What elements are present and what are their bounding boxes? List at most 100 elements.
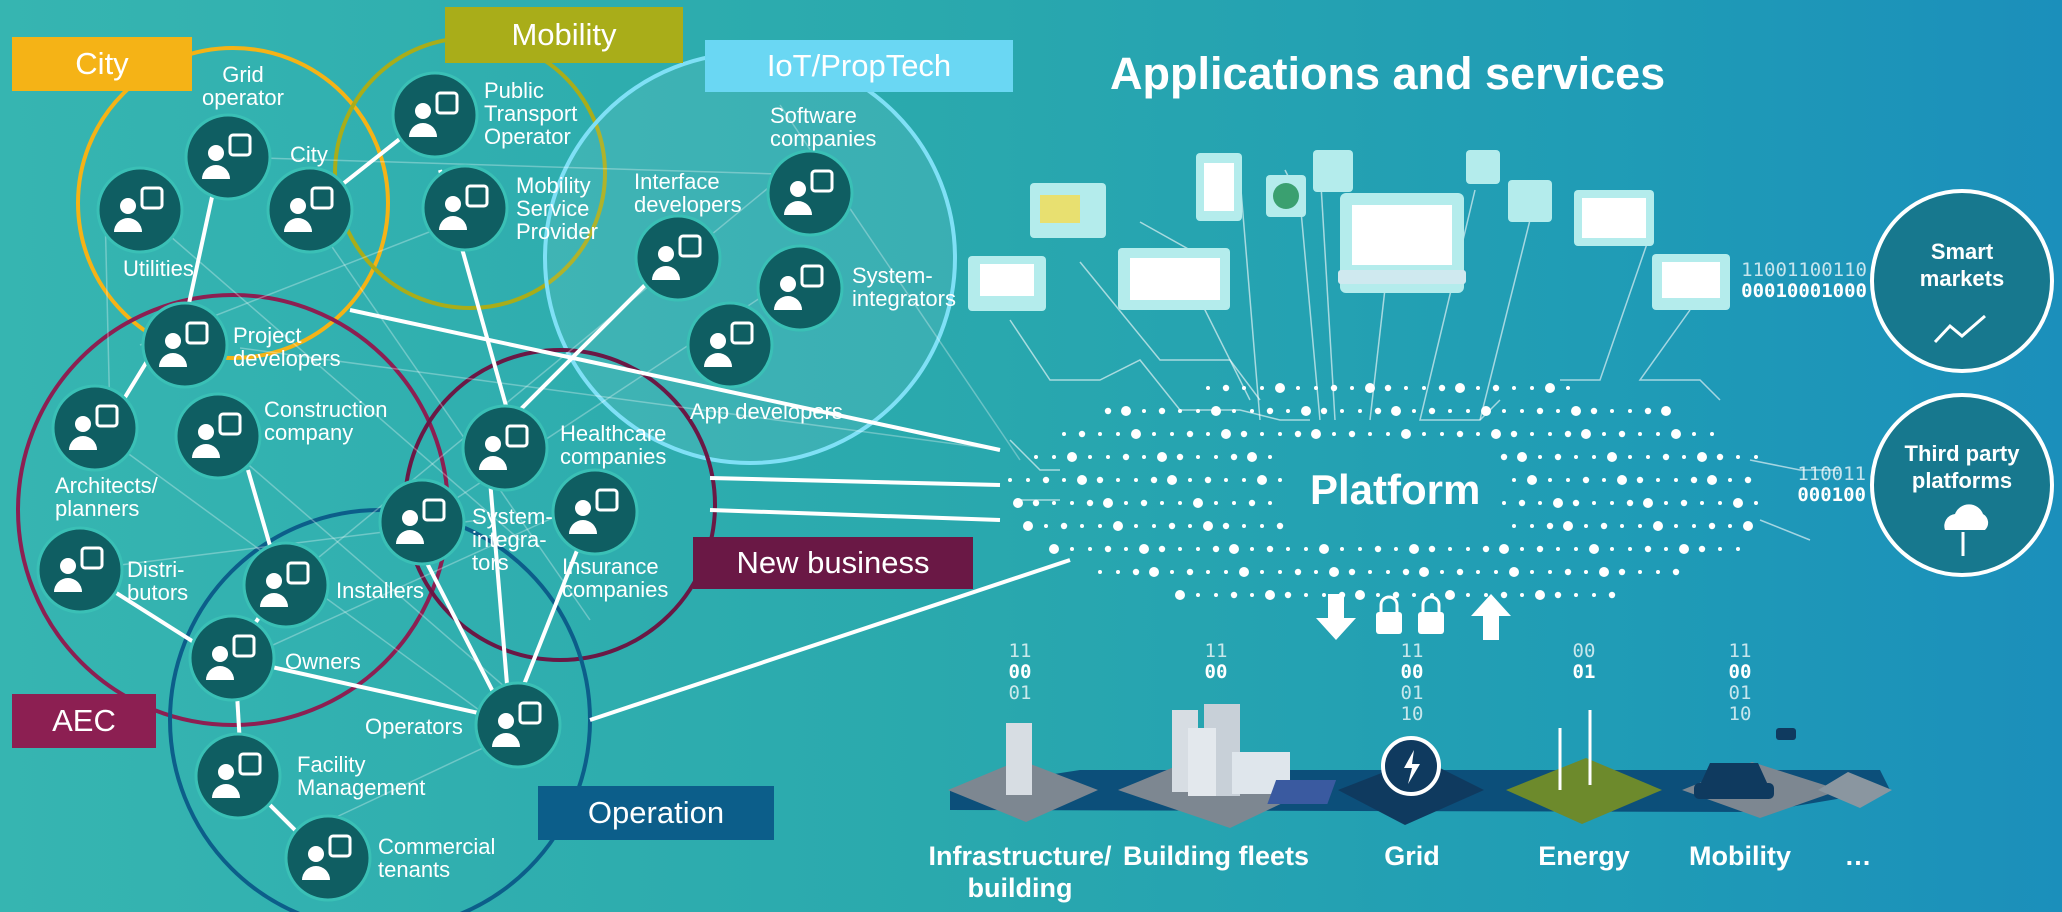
node-facility-mgmt[interactable]	[194, 732, 282, 820]
category-label[interactable]: Grid	[1384, 841, 1440, 871]
platform-dot	[1564, 430, 1572, 438]
node-utilities[interactable]	[96, 166, 184, 254]
node-insurance[interactable]	[551, 468, 639, 556]
platform-dot	[1743, 521, 1753, 531]
utilities-icon	[140, 186, 164, 210]
platform-dot	[1592, 593, 1596, 597]
platform-dot	[1718, 501, 1722, 505]
node-commercial-tenants[interactable]	[284, 814, 372, 902]
node-architects[interactable]	[51, 384, 139, 472]
platform-dot	[1536, 407, 1544, 415]
category-label[interactable]: Mobility	[1689, 841, 1791, 871]
node-app-devs[interactable]	[686, 301, 774, 389]
cart-icon	[80, 546, 104, 570]
person-icon	[790, 181, 806, 197]
platform-dot	[1617, 475, 1627, 485]
node-owners[interactable]	[188, 614, 276, 702]
mobility-group-label[interactable]: Mobility	[445, 7, 683, 63]
node-project-devs[interactable]	[141, 301, 229, 389]
platform-dot	[1664, 547, 1668, 551]
iot-group-label[interactable]: IoT/PropTech	[705, 40, 1013, 92]
node-sys-integrators-iot[interactable]	[756, 244, 844, 332]
platform-dot	[1314, 570, 1318, 574]
platform-dot	[1391, 406, 1401, 416]
platform-dot	[1512, 386, 1516, 390]
platform-dot	[1124, 501, 1128, 505]
category-bit: 10	[1728, 703, 1752, 725]
node-mobility-service[interactable]	[421, 164, 509, 252]
node-label-architects: Architects/ planners	[55, 473, 158, 521]
category-label[interactable]: Building fleets	[1122, 841, 1309, 871]
node-distributors[interactable]	[36, 526, 124, 614]
platform-dot	[1716, 453, 1724, 461]
platform-dot	[1240, 430, 1248, 438]
infrastructure-band	[948, 704, 1892, 828]
node-installers[interactable]	[242, 541, 330, 629]
node-city[interactable]	[266, 166, 354, 254]
node-software-cos[interactable]	[766, 149, 854, 237]
operation-group-label[interactable]: Operation	[538, 786, 774, 840]
platform-dot	[1610, 547, 1614, 551]
person-icon	[658, 246, 674, 262]
platform-dot	[1643, 498, 1653, 508]
node-construction[interactable]	[174, 392, 262, 480]
node-grid-operator[interactable]	[184, 113, 272, 201]
node-label-software-companies: Software companies	[770, 103, 877, 151]
platform-dot	[1572, 499, 1580, 507]
cloud-icon	[1944, 504, 1989, 530]
platform-dot	[1023, 521, 1033, 531]
platform-dot	[1077, 475, 1087, 485]
node-healthcare[interactable]	[461, 404, 549, 492]
node-label-owners: Owners	[285, 649, 361, 674]
platform-dot	[1530, 570, 1534, 574]
platform-dot	[1610, 409, 1614, 413]
platform-dot	[1167, 475, 1177, 485]
platform-circuit-lines	[1009, 167, 1840, 541]
platform-dot	[1178, 547, 1182, 551]
platform-dot	[1296, 386, 1300, 390]
node-public-transport[interactable]	[391, 71, 479, 159]
platform-dot	[1556, 409, 1560, 413]
platform-dot	[1546, 522, 1554, 530]
shield-icon	[595, 488, 619, 512]
platform-dot	[1142, 455, 1146, 459]
platform-dot	[1052, 455, 1056, 459]
smart-markets-circle[interactable]	[1870, 189, 2054, 373]
platform-dot	[1188, 478, 1192, 482]
platform-dot	[1692, 432, 1696, 436]
category-label[interactable]: Energy	[1538, 841, 1630, 871]
new-business-group-label[interactable]: New business	[693, 537, 973, 589]
platform-dot	[1214, 501, 1218, 505]
train-icon	[435, 91, 459, 115]
category-label[interactable]: …	[1844, 841, 1872, 871]
platform-dot	[1548, 478, 1552, 482]
platform-dot	[1592, 501, 1596, 505]
city-group-label[interactable]: City	[12, 37, 192, 91]
platform-dot	[1484, 593, 1488, 597]
person-icon	[198, 424, 214, 440]
platform-dot	[1608, 591, 1616, 599]
platform-dot	[1365, 383, 1375, 393]
node-operators[interactable]	[474, 681, 562, 769]
lock-tile-icon	[1313, 150, 1353, 192]
platform-dot	[1708, 522, 1716, 530]
platform-dot	[1278, 570, 1282, 574]
aec-group-label[interactable]: AEC	[12, 694, 156, 748]
laptop-icon	[518, 701, 542, 725]
category-bit: 11	[1008, 640, 1032, 662]
platform-dot	[1590, 407, 1598, 415]
platform-dot	[1212, 545, 1220, 553]
node-interface-devs[interactable]	[634, 214, 722, 302]
node-label-commercial-tenants: Commercial tenants	[378, 834, 496, 882]
node-sys-integrators-nb[interactable]	[378, 478, 466, 566]
category-label[interactable]: Infrastructure/ building	[928, 841, 1112, 903]
category-bit: 01	[1728, 682, 1752, 704]
platform-dot	[1582, 476, 1590, 484]
platform-dot	[1697, 452, 1707, 462]
third-party-circle[interactable]	[1870, 393, 2054, 577]
platform-dot	[1512, 524, 1516, 528]
platform-dot	[1160, 501, 1164, 505]
platform-dot	[1113, 521, 1123, 531]
platform-dot	[1358, 547, 1362, 551]
platform-dot	[1574, 455, 1578, 459]
